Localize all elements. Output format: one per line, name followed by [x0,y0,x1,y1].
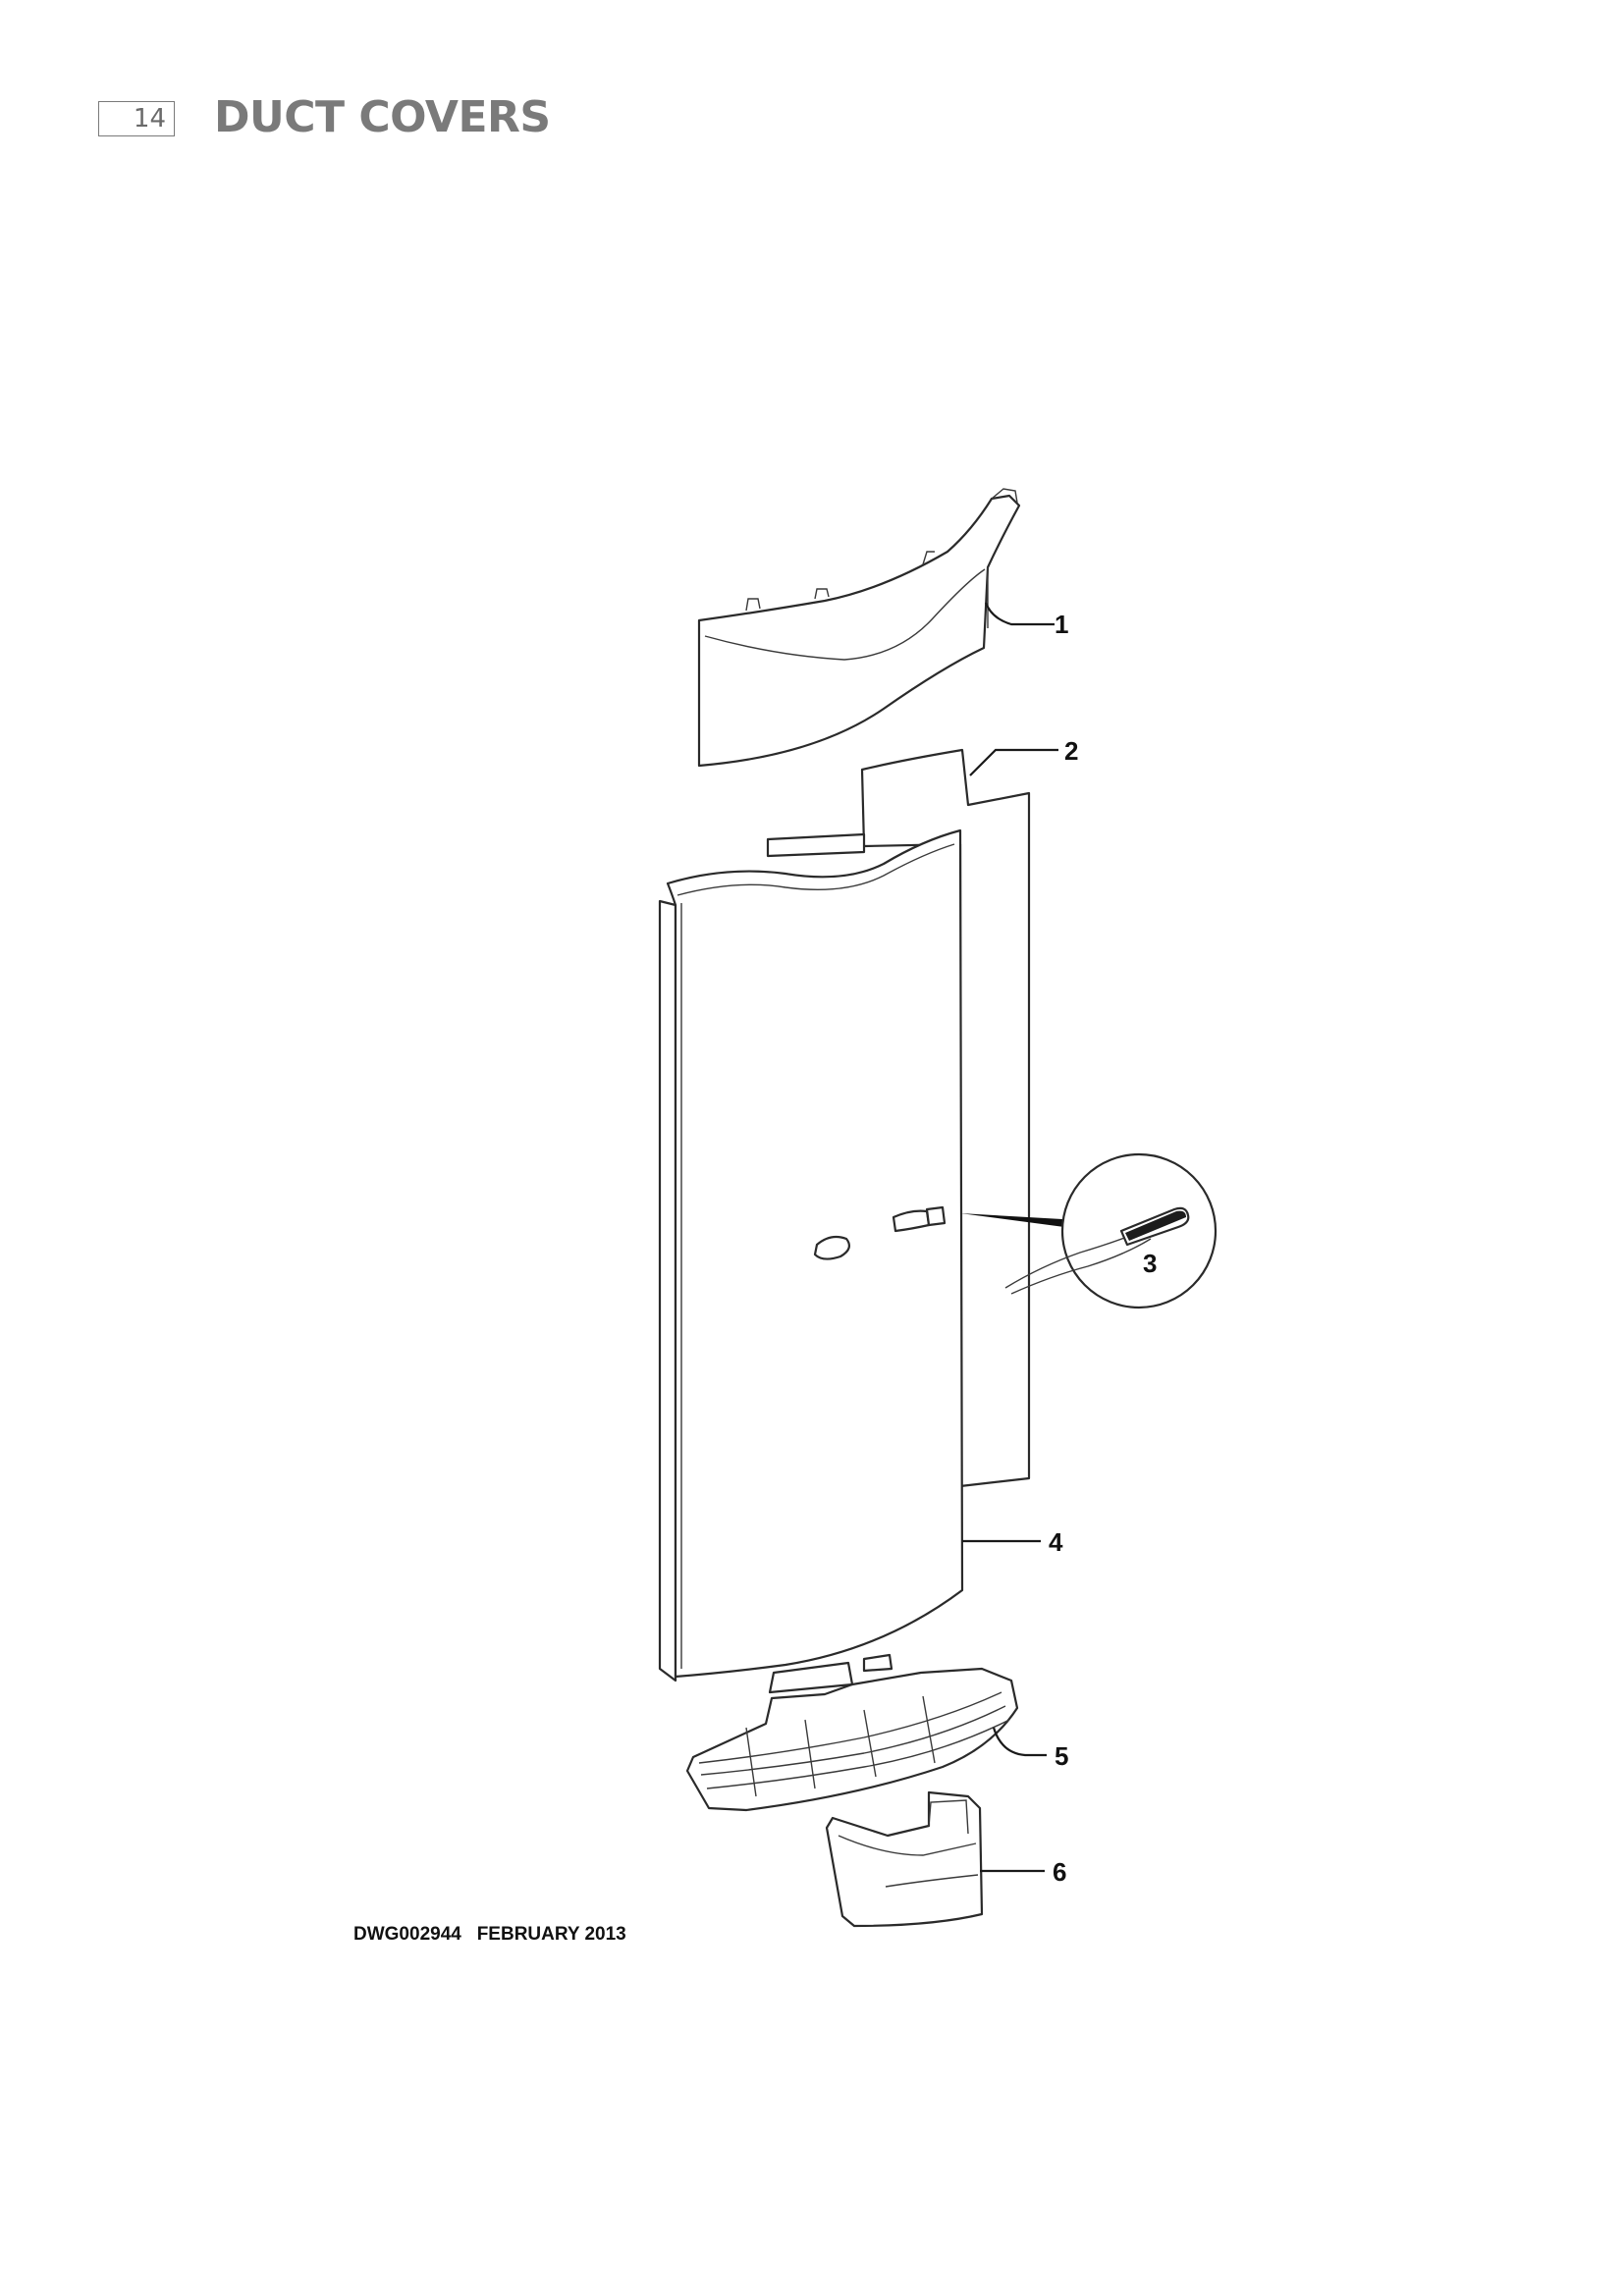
part-1-upper-duct-cover [697,488,1021,768]
callout-6: 6 [1053,1857,1066,1887]
drawing-caption: DWG002944 FEBRUARY 2013 [353,1924,626,1946]
leader-lines [962,602,1058,1873]
part-3-sensor-detail [960,1152,1218,1309]
sensor-clip-features [813,1205,947,1260]
callout-4: 4 [1049,1527,1063,1557]
drawing-date: FEBRUARY 2013 [476,1924,626,1945]
part-5-lower-grille [685,1653,1019,1812]
drawing-id: DWG002944 [353,1924,461,1945]
callout-2: 2 [1064,736,1078,766]
callout-1: 1 [1055,610,1068,639]
callout-5: 5 [1055,1741,1068,1771]
page-title: DUCT COVERS [214,92,551,142]
part-2-rear-panel [766,748,1031,1488]
part-6-bottom-bracket [825,1790,984,1928]
callout-3: 3 [1143,1249,1157,1278]
page-number: 14 [98,101,175,136]
part-4-main-duct-cover [658,828,964,1682]
